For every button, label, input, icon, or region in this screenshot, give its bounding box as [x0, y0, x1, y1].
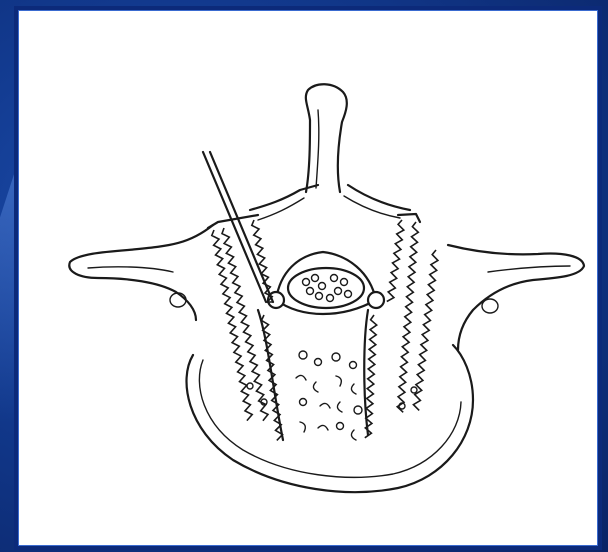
right-transverse-process [448, 245, 584, 350]
figure-frame [14, 6, 602, 550]
vertebral-body [186, 310, 473, 492]
left-transverse-process [69, 225, 213, 320]
posterior-arch [250, 185, 410, 220]
surgical-instrument [203, 152, 273, 302]
right-osteotomy-cut [397, 214, 438, 412]
spinal-cord [288, 268, 364, 308]
spinous-process [306, 84, 347, 192]
vertebra-illustration [18, 10, 598, 546]
spinal-canal [268, 252, 384, 314]
